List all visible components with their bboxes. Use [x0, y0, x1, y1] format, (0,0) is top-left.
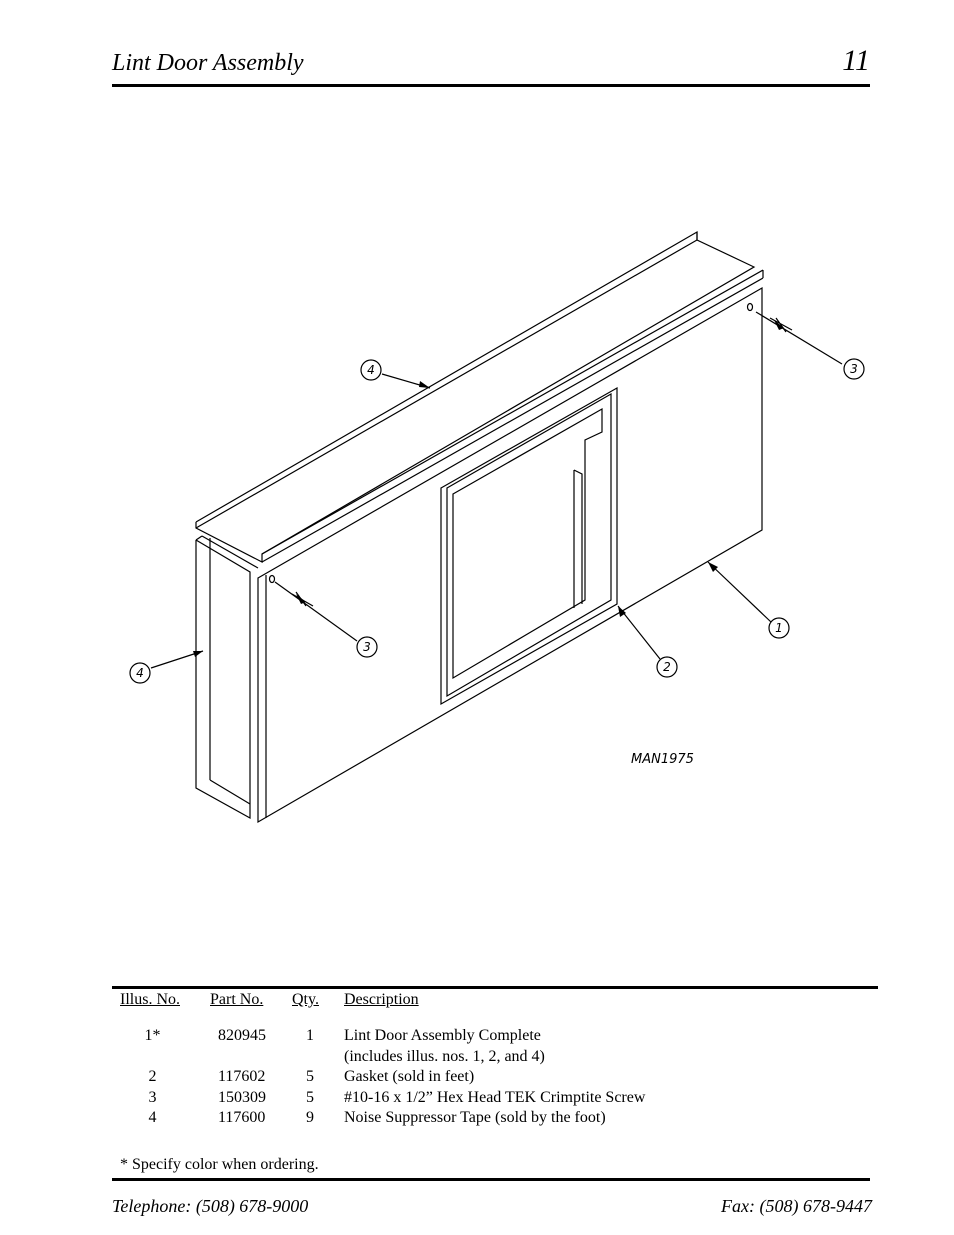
callout-2: 2 [663, 660, 671, 674]
cell-desc: Lint Door Assembly Complete [344, 1027, 541, 1044]
cell-illus: 4 [148, 1109, 157, 1126]
cell-qty: 9 [306, 1109, 314, 1126]
callout-4-left: 4 [136, 666, 144, 680]
footer-telephone: Telephone: (508) 678-9000 [112, 1196, 309, 1216]
callout-4-top: 4 [367, 363, 375, 377]
parts-table: Illus. No. Part No. Qty. Description 1* … [120, 990, 740, 1129]
cell-part [210, 1047, 292, 1068]
cell-part: 820945 [218, 1027, 266, 1044]
callout-3-right: 3 [850, 362, 858, 376]
header-rule [112, 84, 870, 87]
cell-illus: 1* [144, 1027, 161, 1044]
footer-rule [112, 1178, 870, 1181]
table-row: 2 117602 5 Gasket (sold in feet) [120, 1067, 740, 1088]
cell-desc: Noise Suppressor Tape (sold by the foot) [344, 1109, 606, 1126]
cell-desc: (includes illus. nos. 1, 2, and 4) [344, 1047, 545, 1065]
cell-qty [292, 1047, 344, 1068]
table-row: 1* 820945 1 Lint Door Assembly Complete [120, 1026, 740, 1047]
cell-qty: 1 [306, 1027, 314, 1044]
table-row: 3 150309 5 #10-16 x 1/2” Hex Head TEK Cr… [120, 1088, 740, 1109]
callout-1: 1 [775, 621, 783, 635]
cell-illus: 3 [148, 1088, 157, 1106]
cell-desc: Gasket (sold in feet) [344, 1068, 475, 1085]
table-top-rule [112, 986, 878, 989]
cell-part: 117600 [218, 1109, 266, 1126]
cell-illus: 2 [148, 1068, 157, 1085]
drawing-id: MAN1975 [631, 752, 694, 767]
table-row: (includes illus. nos. 1, 2, and 4) [120, 1047, 740, 1068]
window-opening [452, 407, 603, 680]
cell-qty: 5 [306, 1068, 314, 1085]
page-title: Lint Door Assembly [112, 50, 304, 76]
cell-illus [120, 1047, 210, 1068]
lint-door-exploded-drawing: 4 3 1 2 3 4 MAN1975 [129, 230, 865, 824]
cell-part: 117602 [218, 1068, 266, 1085]
top-strip-outline [195, 230, 756, 563]
gasket-frame-inner [446, 392, 612, 698]
cell-desc: #10-16 x 1/2” Hex Head TEK Crimptite Scr… [344, 1088, 646, 1106]
header-qty: Qty. [292, 991, 319, 1008]
header-illus-no: Illus. No. [120, 991, 180, 1008]
footnote: * Specify color when ordering. [120, 1156, 319, 1173]
door-panel-outline [257, 286, 763, 824]
header-description: Description [344, 991, 419, 1008]
callout-3-left: 3 [363, 640, 371, 654]
cell-part: 150309 [218, 1088, 266, 1106]
cell-qty: 5 [306, 1088, 314, 1106]
gasket-frame-outer [440, 386, 618, 706]
page-number: 11 [842, 44, 870, 77]
table-row: 4 117600 9 Noise Suppressor Tape (sold b… [120, 1108, 740, 1129]
header-part-no: Part No. [210, 991, 264, 1008]
footer-fax: Fax: (508) 678-9447 [721, 1196, 872, 1216]
side-strip-outline [195, 539, 251, 820]
